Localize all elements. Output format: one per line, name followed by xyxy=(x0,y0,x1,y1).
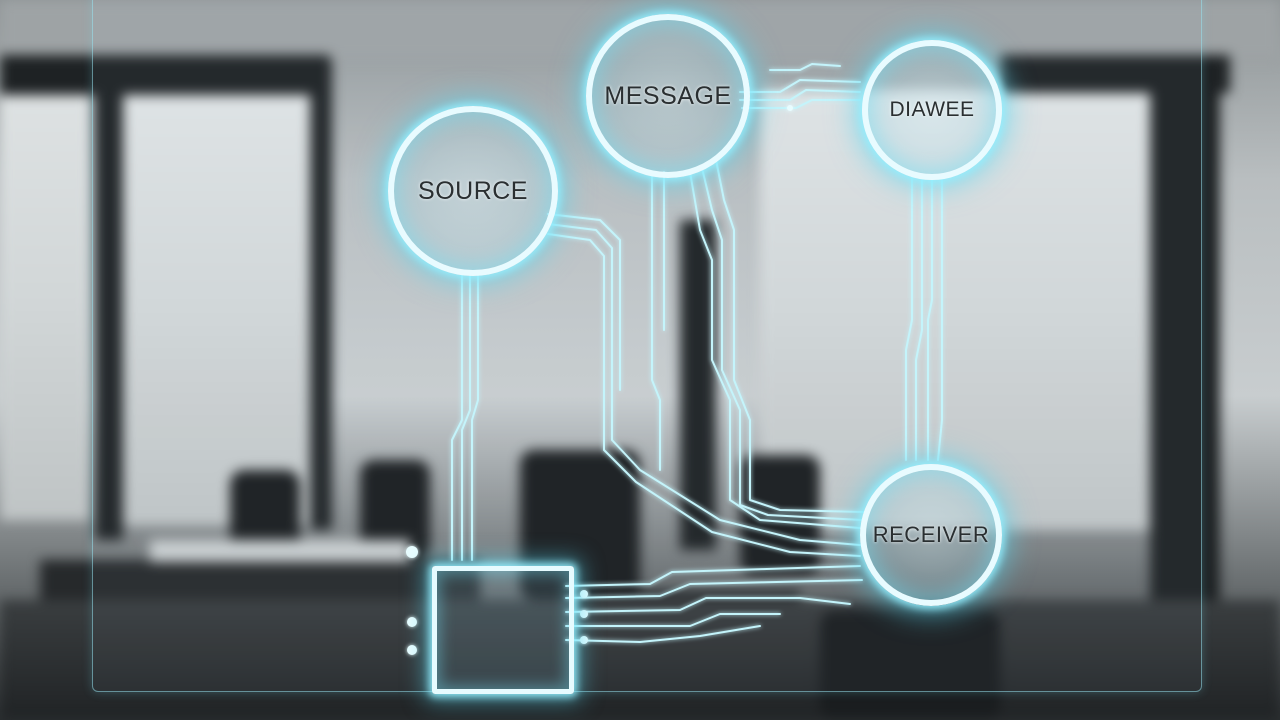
background-frame xyxy=(680,220,716,550)
connector-chip-receiver xyxy=(565,579,863,599)
background-floor xyxy=(0,600,1280,720)
connector-source-bus xyxy=(547,233,605,391)
background-frame xyxy=(95,60,123,540)
receiver-node: RECEIVER xyxy=(860,464,1002,606)
connector-source-chip xyxy=(461,271,471,561)
source-node: SOURCE xyxy=(388,106,558,276)
channel-node: DIAWEE xyxy=(862,40,1002,180)
message-label: MESSAGE xyxy=(604,81,732,110)
connector-source-chip xyxy=(451,271,463,561)
source-label: SOURCE xyxy=(418,176,528,205)
connector-channel-receiver xyxy=(937,175,943,461)
connector-message-down xyxy=(715,159,865,513)
connector-bus-receiver xyxy=(611,389,861,546)
background-chair xyxy=(820,610,1000,720)
background-frame xyxy=(0,55,330,95)
background-frame xyxy=(310,60,332,530)
connector-message-channel xyxy=(741,99,861,109)
device-chip xyxy=(432,566,574,694)
connector-message-channel xyxy=(739,89,861,101)
connector-message-down xyxy=(701,167,863,521)
connector-source-bus xyxy=(547,213,621,391)
connector-bus-receiver xyxy=(603,389,861,557)
background-desk-surface xyxy=(150,540,410,562)
message-node: MESSAGE xyxy=(586,14,750,178)
terminal-dot xyxy=(787,105,793,111)
connector-message-channel xyxy=(739,79,861,93)
channel-label: DIAWEE xyxy=(889,98,975,121)
terminal-dot xyxy=(580,610,588,618)
receiver-label: RECEIVER xyxy=(872,522,990,547)
terminal-dot xyxy=(407,645,417,655)
background-frame xyxy=(1150,60,1220,620)
connector-chip-receiver xyxy=(565,597,851,613)
connector-chip-receiver xyxy=(565,565,861,587)
connector-chip-receiver xyxy=(565,625,761,643)
connector-source-chip xyxy=(471,271,479,561)
terminal-dot xyxy=(407,617,417,627)
connector-chip-receiver xyxy=(565,613,781,627)
background-window-left xyxy=(0,70,90,520)
connector-message-channel xyxy=(769,63,841,71)
connector-message-down xyxy=(689,171,861,529)
background-window xyxy=(120,95,320,525)
connector-channel-receiver xyxy=(927,175,933,461)
connector-source-bus xyxy=(547,223,613,391)
terminal-dot xyxy=(580,590,588,598)
background-chair xyxy=(520,450,640,600)
terminal-dot xyxy=(406,546,418,558)
terminal-dot xyxy=(580,636,588,644)
connector-channel-receiver xyxy=(905,175,913,461)
background-desk xyxy=(40,560,480,600)
connector-channel-receiver xyxy=(915,175,923,461)
connector-message-down xyxy=(651,171,661,471)
